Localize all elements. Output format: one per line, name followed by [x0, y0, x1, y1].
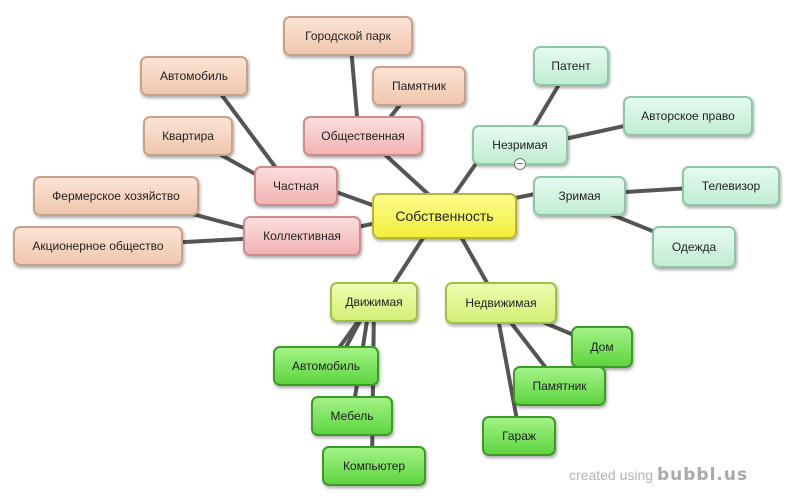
- node-car-movable[interactable]: Автомобиль: [273, 346, 379, 386]
- node-furniture[interactable]: Мебель: [311, 396, 393, 436]
- node-monument-public[interactable]: Памятник: [372, 66, 466, 106]
- node-movable[interactable]: Движимая: [330, 282, 418, 322]
- credit-prefix: created using: [569, 467, 654, 483]
- connector-line: [493, 300, 522, 438]
- node-garage[interactable]: Гараж: [482, 416, 556, 456]
- node-house[interactable]: Дом: [571, 326, 633, 368]
- root-node[interactable]: Собственность: [372, 193, 517, 239]
- node-computer[interactable]: Компьютер: [322, 446, 426, 486]
- node-joint-stock[interactable]: Акционерное общество: [13, 226, 183, 266]
- node-collective[interactable]: Коллективная: [243, 216, 361, 256]
- node-intangible[interactable]: Незримая: [472, 125, 568, 165]
- node-clothes[interactable]: Одежда: [652, 226, 736, 268]
- node-visible[interactable]: Зримая: [533, 176, 626, 216]
- credit-brand: bubbl.us: [656, 465, 749, 485]
- node-public[interactable]: Общественная: [303, 116, 423, 156]
- node-private[interactable]: Частная: [254, 166, 338, 206]
- node-patent[interactable]: Патент: [533, 46, 609, 86]
- credit: created using bubbl.us: [569, 465, 748, 485]
- connector-line: [213, 84, 287, 182]
- node-copyright[interactable]: Авторское право: [623, 96, 753, 136]
- node-apartment[interactable]: Квартира: [143, 116, 233, 156]
- node-monument-immovable[interactable]: Памятник: [513, 366, 606, 406]
- node-city-park[interactable]: Городской парк: [283, 16, 413, 56]
- node-immovable[interactable]: Недвижимая: [445, 282, 557, 324]
- node-car-private[interactable]: Автомобиль: [140, 56, 248, 96]
- collapse-toggle-icon[interactable]: −: [514, 158, 526, 170]
- node-tv[interactable]: Телевизор: [682, 166, 780, 206]
- node-farm[interactable]: Фермерское хозяйство: [33, 176, 199, 216]
